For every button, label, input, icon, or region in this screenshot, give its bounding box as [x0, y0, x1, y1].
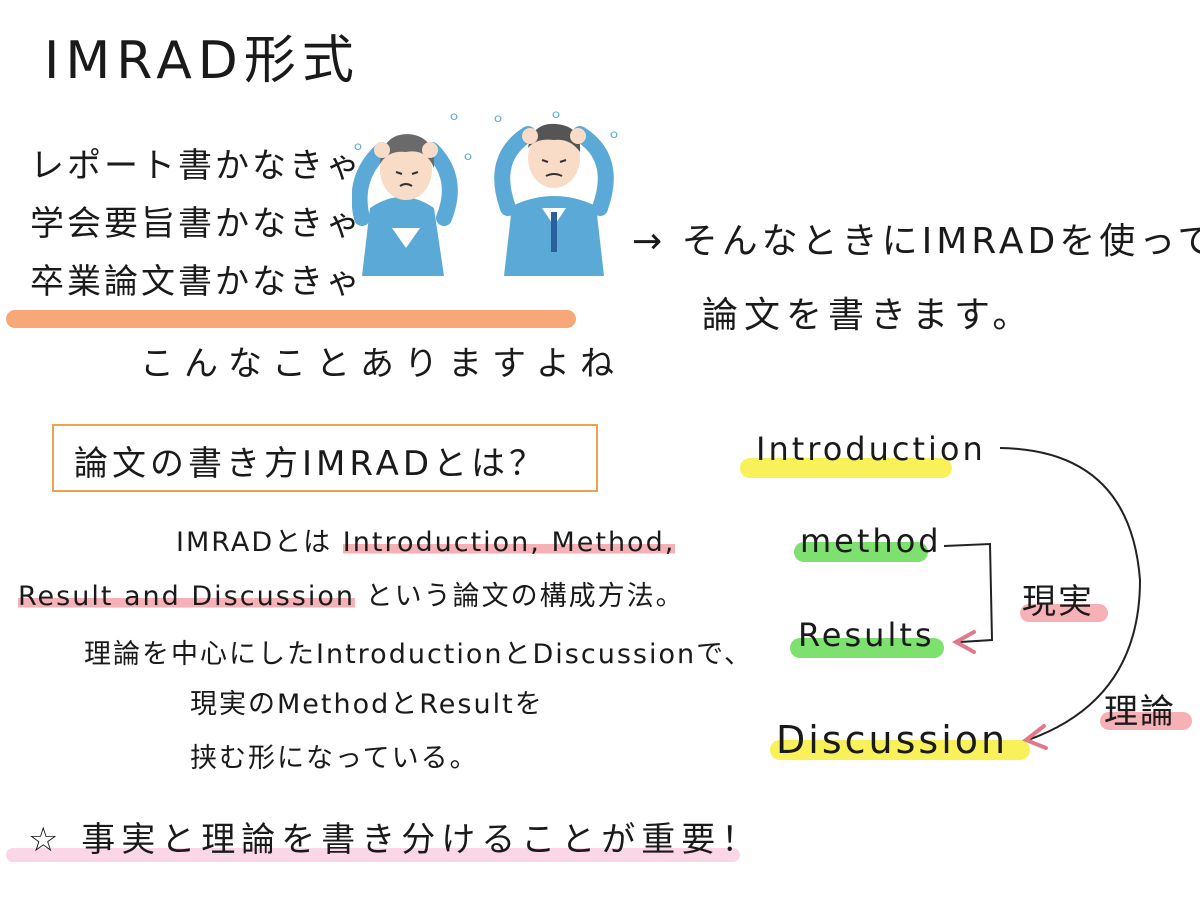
- svg-text:ｏ: ｏ: [608, 127, 620, 141]
- svg-text:ｏ: ｏ: [352, 139, 364, 153]
- question-box-text: 論文の書き方IMRADとは？: [74, 444, 548, 484]
- explanation-l2-suffix: という論文の構成方法。: [365, 581, 685, 612]
- method-label: method: [800, 522, 942, 560]
- introduction-highlight: [740, 458, 952, 478]
- solution-line-1: → そんなときにIMRADを使って: [632, 221, 1200, 262]
- svg-text:ｏ: ｏ: [492, 111, 504, 125]
- reality-arrowhead: [951, 630, 976, 654]
- reality-tag: 現実: [1022, 582, 1094, 622]
- page-title: IMRAD形式: [44, 31, 360, 91]
- worry-line-report: レポート書かなきゃ: [30, 146, 363, 186]
- theory-tag: 理論: [1104, 692, 1176, 732]
- worry-line-thesis: 卒業論文書かなきゃ: [30, 262, 363, 302]
- theory-highlight: [1100, 712, 1192, 730]
- method-highlight: [794, 542, 928, 562]
- solution-line-2: 論文を書きます。: [702, 295, 1035, 336]
- worry-line-abstract: 学会要旨書かなきゃ: [30, 204, 363, 244]
- svg-text:ｏ: ｏ: [550, 108, 562, 121]
- reality-bracket-arrow: [943, 542, 994, 643]
- explanation-l2-highlight: Result and Discussion: [18, 581, 355, 612]
- results-label: Results: [798, 616, 935, 654]
- explanation-line-2: Result and Discussion という論文の構成方法。: [18, 574, 685, 613]
- worried-woman-figure: ｏ ｏ ｏ: [352, 109, 474, 276]
- explanation-l1-prefix: IMRADとは: [176, 527, 333, 558]
- theory-curve-arrow: [999, 447, 1142, 741]
- worried-people-illustration: ｏ ｏ ｏ ｏ ｏ ｏ: [352, 108, 620, 276]
- footer-highlight: [6, 848, 740, 862]
- worried-man-figure: ｏ ｏ ｏ: [492, 108, 620, 276]
- explanation-line-4: 現実のMethodとResultを: [190, 689, 544, 720]
- footer-line: ☆ 事実と理論を書き分けることが重要！: [28, 812, 761, 861]
- results-highlight: [790, 638, 944, 658]
- discussion-highlight: [770, 740, 1030, 760]
- explanation-l1-highlight: Introduction, Method,: [342, 527, 676, 558]
- explanation-line-5: 挟む形になっている。: [190, 743, 479, 774]
- footer-text: 事実と理論を書き分けることが重要！: [81, 820, 762, 860]
- reality-highlight: [1020, 604, 1108, 622]
- explanation-line-1: IMRADとは Introduction, Method,: [176, 520, 676, 559]
- introduction-label: Introduction: [756, 430, 986, 468]
- theory-arrowhead: [1022, 724, 1048, 750]
- orange-underline-bar: [6, 310, 576, 328]
- star-icon: ☆: [28, 820, 65, 860]
- caption-text: こんなことありますよね: [140, 344, 624, 384]
- discussion-label: Discussion: [776, 718, 1009, 762]
- explanation-line-3: 理論を中心にしたIntroductionとDiscussionで、: [84, 639, 754, 670]
- question-box: [52, 424, 598, 492]
- svg-text:ｏ: ｏ: [448, 109, 460, 123]
- svg-text:ｏ: ｏ: [462, 149, 474, 163]
